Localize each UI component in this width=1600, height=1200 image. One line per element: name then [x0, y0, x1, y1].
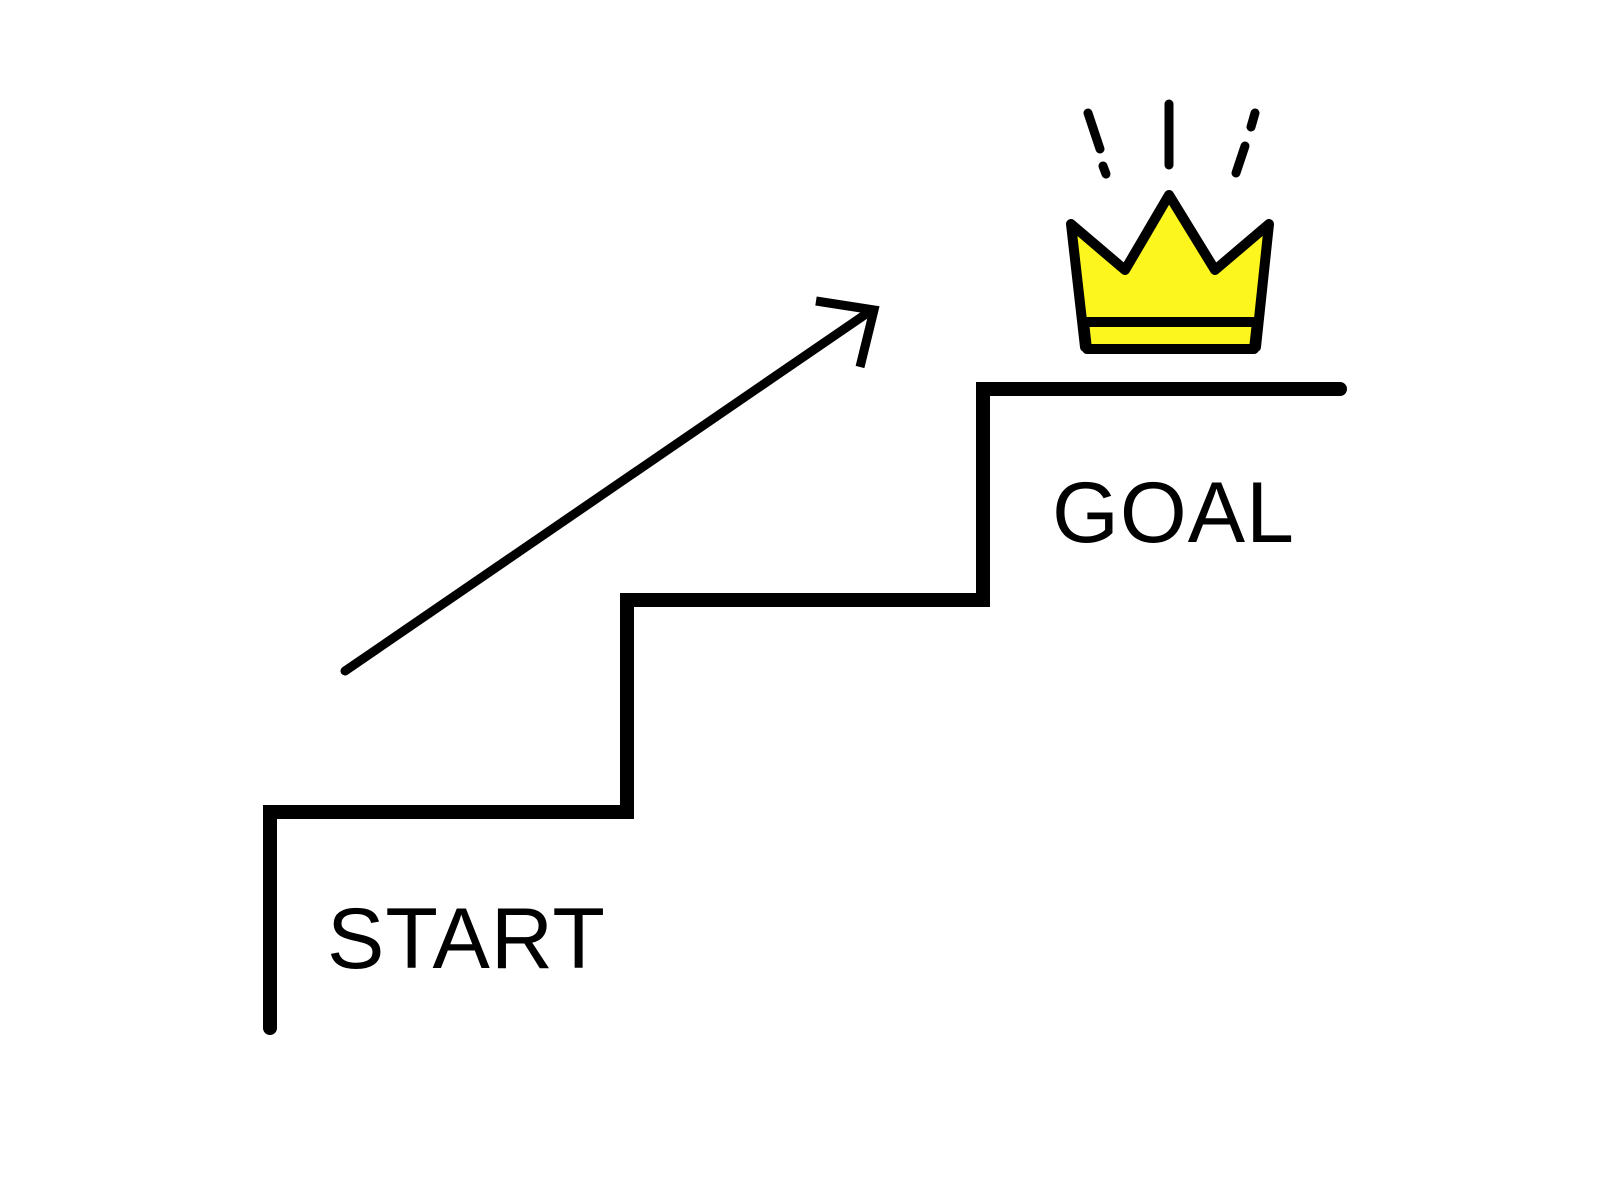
sparkle-line [1098, 161, 1111, 179]
start-label: START [327, 891, 606, 987]
sparkle-line [1083, 108, 1105, 154]
goal-label: GOAL [1052, 465, 1295, 561]
arrow-up-right-icon [340, 296, 880, 676]
staircase-path [263, 382, 1347, 1035]
sparkle-line [1231, 141, 1250, 178]
crown-icon [1066, 190, 1274, 354]
arrow-head [815, 296, 880, 369]
crown-band [1079, 317, 1262, 354]
sparkle-lines-icon [1083, 99, 1260, 179]
arrow-shaft [340, 309, 871, 676]
sparkle-line [1246, 108, 1260, 132]
